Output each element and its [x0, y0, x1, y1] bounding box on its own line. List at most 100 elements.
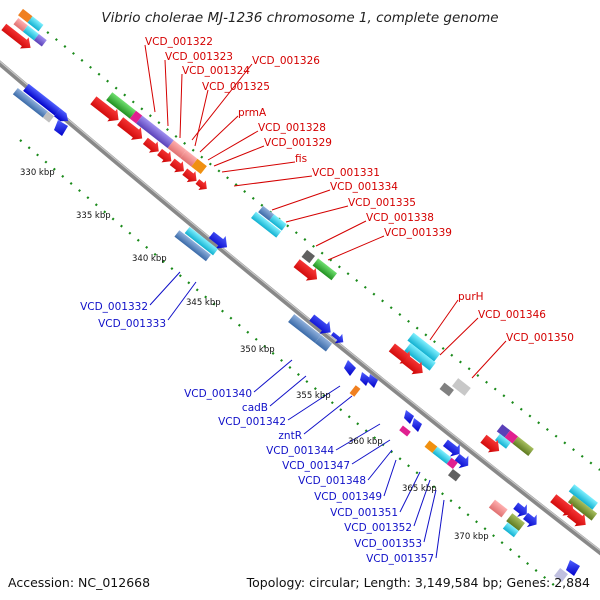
gene-arrow-plus[interactable] — [155, 146, 175, 166]
gene-block[interactable] — [447, 468, 461, 482]
gene-block[interactable] — [504, 430, 519, 444]
gene-arrow-plus[interactable] — [478, 432, 504, 457]
gene-block[interactable] — [432, 446, 452, 465]
gene-arrow-plus[interactable] — [115, 115, 147, 145]
gene-block[interactable] — [12, 87, 48, 118]
gene-block[interactable] — [23, 83, 61, 116]
gene-block[interactable] — [496, 424, 511, 438]
gene-block[interactable] — [184, 226, 218, 256]
gene-block[interactable] — [314, 335, 333, 352]
gene-label[interactable]: VCD_001340 — [184, 388, 252, 400]
gene-block[interactable] — [553, 567, 569, 583]
gene-arrow-minus[interactable] — [368, 374, 378, 388]
gene-label[interactable]: VCD_001338 — [366, 212, 434, 224]
gene-label[interactable]: VCD_001324 — [182, 65, 250, 77]
gene-arrow-minus[interactable] — [566, 560, 580, 576]
gene-label[interactable]: VCD_001323 — [165, 51, 233, 63]
gene-label[interactable]: VCD_001350 — [506, 332, 574, 344]
gene-label[interactable]: VCD_001351 — [330, 507, 398, 519]
gene-block[interactable] — [269, 214, 287, 231]
gene-block[interactable] — [494, 433, 511, 449]
gene-arrow-minus[interactable] — [360, 372, 370, 386]
gene-block[interactable] — [301, 249, 315, 264]
gene-block[interactable] — [312, 258, 338, 281]
gene-block[interactable] — [174, 230, 211, 262]
gene-label[interactable]: fis — [295, 153, 307, 165]
gene-arrow-minus[interactable] — [54, 108, 71, 124]
gene-label[interactable]: VCD_001334 — [330, 181, 398, 193]
gene-arrow-minus[interactable] — [521, 510, 542, 531]
gene-label[interactable]: VCD_001328 — [258, 122, 326, 134]
gene-arrow-plus[interactable] — [180, 166, 200, 186]
gene-block[interactable] — [288, 314, 322, 343]
gene-label[interactable]: VCD_001333 — [98, 318, 166, 330]
gene-block[interactable] — [136, 115, 174, 149]
gene-arrow-plus[interactable] — [400, 353, 427, 379]
gene-label[interactable]: VCD_001342 — [218, 416, 286, 428]
gene-arrow-plus[interactable] — [141, 135, 163, 156]
gene-arrow-minus[interactable] — [344, 360, 356, 376]
gene-label[interactable]: VCD_001352 — [344, 522, 412, 534]
gene-label[interactable]: VCD_001329 — [264, 137, 332, 149]
gene-block[interactable] — [424, 440, 438, 453]
gene-block[interactable] — [567, 495, 598, 521]
gene-block[interactable] — [399, 425, 411, 437]
gene-arrow-plus[interactable] — [168, 156, 188, 176]
gene-block[interactable] — [180, 150, 198, 167]
gene-block[interactable] — [258, 205, 275, 221]
gene-label[interactable]: VCD_001357 — [366, 553, 434, 565]
gene-block[interactable] — [452, 378, 471, 396]
gene-block[interactable] — [404, 343, 436, 371]
gene-label[interactable]: VCD_001335 — [348, 197, 416, 209]
gene-block[interactable] — [42, 111, 55, 123]
gene-arrow-minus[interactable] — [440, 437, 464, 461]
gene-label[interactable]: VCD_001332 — [80, 301, 148, 313]
gene-label[interactable]: VCD_001349 — [314, 491, 382, 503]
gene-label[interactable]: VCD_001346 — [478, 309, 546, 321]
gene-block[interactable] — [167, 140, 187, 158]
gene-label[interactable]: prmA — [238, 107, 267, 119]
gene-block[interactable] — [13, 18, 28, 32]
gene-arrow-plus[interactable] — [88, 94, 123, 126]
gene-arrow-minus[interactable] — [452, 451, 473, 472]
gene-block[interactable] — [512, 436, 534, 456]
gene-block[interactable] — [22, 25, 39, 41]
gene-arrow-plus[interactable] — [387, 341, 416, 368]
gene-block[interactable] — [129, 110, 143, 124]
gene-label[interactable]: VCD_001348 — [298, 475, 366, 487]
gene-block[interactable] — [506, 513, 525, 531]
gene-block[interactable] — [191, 158, 207, 174]
gene-arrow-plus[interactable] — [292, 257, 322, 286]
gene-label[interactable]: VCD_001347 — [282, 460, 350, 472]
gene-block[interactable] — [502, 522, 519, 538]
gene-block[interactable] — [407, 332, 441, 362]
gene-block[interactable] — [18, 8, 33, 23]
gene-block[interactable] — [33, 34, 47, 47]
gene-label[interactable]: VCD_001325 — [202, 81, 270, 93]
gene-arrow-plus[interactable] — [194, 177, 211, 194]
gene-arrow-minus[interactable] — [404, 410, 414, 424]
gene-block[interactable] — [568, 484, 598, 510]
gene-block[interactable] — [446, 457, 458, 469]
gene-label[interactable]: VCD_001344 — [266, 445, 334, 457]
gene-block[interactable] — [349, 385, 361, 397]
gene-block[interactable] — [251, 211, 282, 238]
gene-label[interactable]: VCD_001353 — [354, 538, 422, 550]
gene-arrow-minus[interactable] — [511, 499, 532, 520]
gene-label[interactable]: cadB — [242, 402, 268, 414]
gene-block[interactable] — [106, 92, 136, 119]
gene-arrow-minus[interactable] — [329, 329, 347, 347]
gene-block[interactable] — [488, 499, 508, 518]
gene-block[interactable] — [27, 16, 44, 32]
gene-arrow-plus[interactable] — [0, 21, 35, 53]
gene-arrow-minus[interactable] — [412, 418, 422, 432]
gene-arrow-minus[interactable] — [307, 311, 336, 338]
gene-arrow-minus[interactable] — [206, 229, 232, 254]
gene-label[interactable]: VCD_001339 — [384, 227, 452, 239]
gene-label[interactable]: VCD_001326 — [252, 55, 320, 67]
gene-label[interactable]: VCD_001331 — [312, 167, 380, 179]
gene-block[interactable] — [439, 382, 454, 397]
gene-arrow-minus[interactable] — [54, 120, 68, 136]
gene-label[interactable]: zntR — [278, 430, 302, 442]
gene-label[interactable]: VCD_001322 — [145, 36, 213, 48]
